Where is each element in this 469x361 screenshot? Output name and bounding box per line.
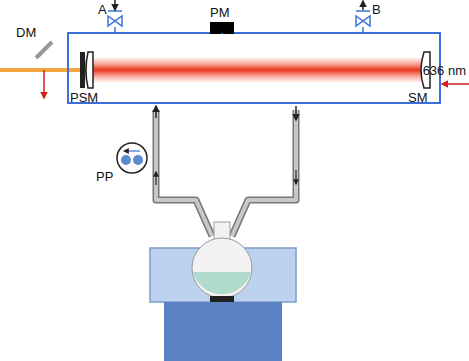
pump-label: PP [96,170,113,183]
inlet-label: A [98,3,107,16]
outlet-label: B [372,3,381,16]
mirror-label: SM [408,91,428,104]
dichroic-mirror-label: DM [16,26,36,39]
pressure-meter-label: PM [210,6,230,19]
wavelength-label: 636 nm [423,64,466,77]
mirror-label: PSM [70,91,98,104]
